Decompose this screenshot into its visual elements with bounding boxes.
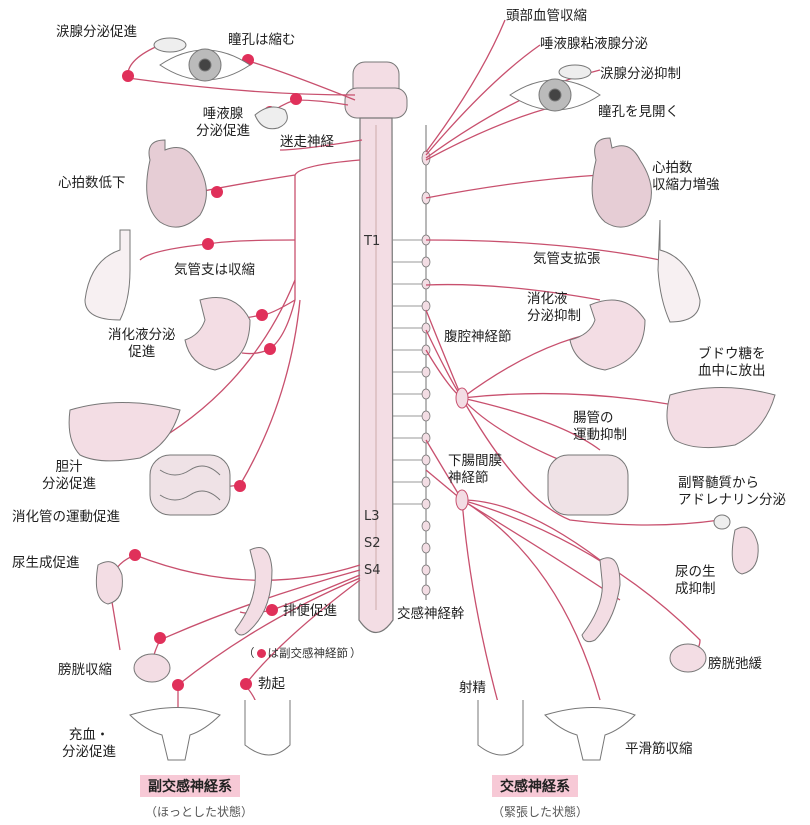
- spine-label-t1: T1: [364, 234, 380, 249]
- label-glucose-release: ブドウ糖を 血中に放出: [698, 346, 766, 380]
- parasympathetic-subtitle: （ほっとした状態）: [145, 803, 253, 820]
- label-bronchi-constrict: 気管支は収縮: [174, 262, 255, 279]
- sympathetic-trunk: [422, 125, 430, 600]
- label-tear-inhibit: 涙腺分泌抑制: [600, 66, 681, 83]
- label-bile-promote: 胆汁 分泌促進: [42, 459, 96, 493]
- label-bladder-relax: 膀胱弛緩: [708, 656, 762, 673]
- rami-communicantes: [393, 240, 422, 504]
- ganglion-legend: （は副交感神経節）: [243, 645, 362, 661]
- label-pupil-dilate: 瞳孔を見開く: [598, 104, 679, 121]
- spine-label-l3: L3: [364, 509, 380, 524]
- label-bronchi-dilate: 気管支拡張: [533, 251, 601, 268]
- label-saliva-promote: 唾液腺 分泌促進: [196, 106, 250, 140]
- spine-label-s2: S2: [364, 536, 381, 551]
- label-pupil-constrict: 瞳孔は縮む: [228, 32, 296, 49]
- spine-label-s4: S4: [364, 563, 381, 578]
- label-gut-motility-promote: 消化管の運動促進: [12, 509, 120, 526]
- label-defecation-promote: 排便促進: [283, 603, 337, 620]
- sympathetic-subtitle: （緊張した状態）: [492, 803, 588, 820]
- label-urine-inhibit: 尿の生 成抑制: [675, 564, 716, 598]
- label-sympathetic-trunk: 交感神経幹: [397, 606, 465, 623]
- ganglion-dot-icon: [257, 649, 266, 658]
- label-celiac-ganglion: 腹腔神経節: [444, 329, 512, 346]
- label-ejaculation: 射精: [459, 680, 486, 697]
- label-smooth-muscle-contract: 平滑筋収縮: [625, 741, 693, 758]
- label-adrenaline-secretion: 副腎髄質から アドレナリン分泌: [678, 475, 786, 509]
- label-congestion-secretion: 充血・ 分泌促進: [62, 727, 116, 761]
- label-bladder-contract: 膀胱収縮: [58, 662, 112, 679]
- label-mesenteric-ganglion: 下腸間膜 神経節: [448, 453, 502, 487]
- label-heart-rate-increase: 心拍数 収縮力増強: [652, 160, 720, 194]
- legend-text: は副交感神経節: [268, 645, 349, 661]
- label-intestine-inhibit: 腸管の 運動抑制: [573, 410, 627, 444]
- label-saliva-mucus: 唾液腺粘液腺分泌: [540, 36, 648, 53]
- label-head-vasoconstriction: 頭部血管収縮: [506, 8, 587, 25]
- label-tear-promote: 涙腺分泌促進: [56, 24, 137, 41]
- label-erection: 勃起: [258, 676, 285, 693]
- label-digestive-juice-promote: 消化液分泌 促進: [108, 327, 176, 361]
- sympathetic-title: 交感神経系: [492, 775, 578, 797]
- label-digestive-inhibit: 消化液 分泌抑制: [527, 291, 581, 325]
- sympathetic-nerves: [426, 20, 720, 710]
- label-heart-rate-decrease: 心拍数低下: [58, 175, 126, 192]
- label-urine-promote: 尿生成促進: [12, 555, 80, 572]
- label-vagus-nerve: 迷走神経: [280, 134, 334, 151]
- parasympathetic-title: 副交感神経系: [140, 775, 240, 797]
